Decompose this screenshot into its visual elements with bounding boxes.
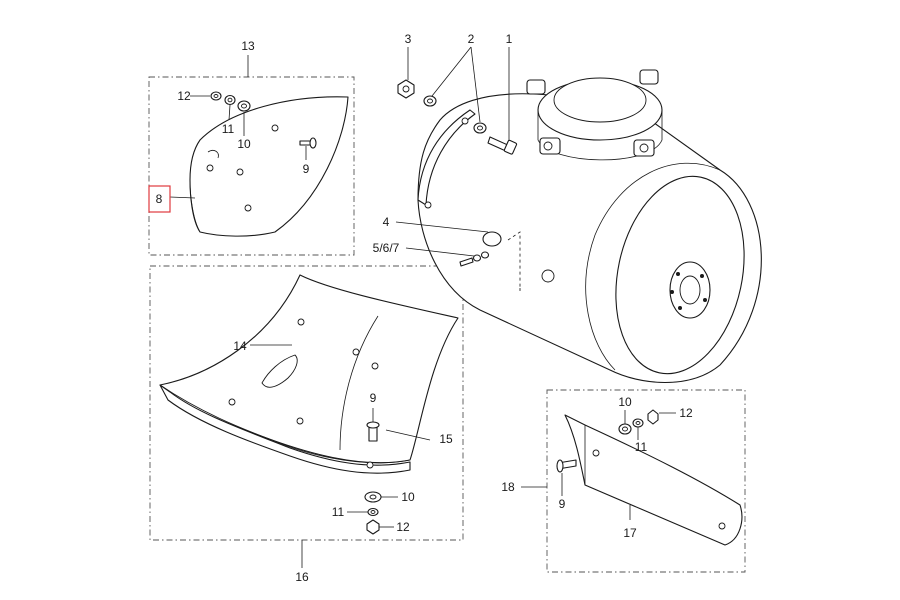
- leader-lines: [169, 46, 676, 568]
- group-13-box: [148, 76, 355, 256]
- label-15: 15: [439, 432, 453, 446]
- label-11-top: 11: [222, 122, 235, 136]
- label-2: 2: [468, 32, 475, 46]
- label-8: 8: [156, 192, 163, 206]
- group-16-box: [149, 265, 464, 541]
- label-14: 14: [233, 339, 247, 353]
- label-10-middle: 10: [401, 490, 415, 504]
- label-10-top: 10: [237, 137, 251, 151]
- label-9-top: 9: [303, 162, 310, 176]
- label-13: 13: [241, 39, 255, 53]
- label-12-top: 12: [177, 89, 191, 103]
- label-12-middle: 12: [396, 520, 410, 534]
- label-1: 1: [506, 32, 513, 46]
- label-5-6-7: 5/6/7: [373, 241, 400, 255]
- label-11-middle: 11: [332, 505, 345, 519]
- label-9-middle: 9: [370, 391, 377, 405]
- label-9-right: 9: [559, 497, 566, 511]
- fasteners-top: [397, 79, 518, 267]
- label-18: 18: [501, 480, 515, 494]
- group-18-box: [546, 389, 746, 573]
- label-11-right: 11: [635, 440, 648, 454]
- label-10-right: 10: [618, 395, 632, 409]
- label-12-right: 12: [679, 406, 693, 420]
- fasteners-group-13: [210, 91, 317, 149]
- label-16: 16: [295, 570, 309, 584]
- label-4: 4: [383, 215, 390, 229]
- callout-labels: 13 12 11 10 9 8 3 2 1 4 5/6/7 14 9 15 10…: [156, 32, 693, 584]
- shield-part-8: [189, 96, 349, 237]
- highlight-box-8: [148, 185, 171, 213]
- label-3: 3: [405, 32, 412, 46]
- drum-assembly: [417, 69, 762, 384]
- label-17: 17: [623, 526, 637, 540]
- guard-part-14-15: [159, 274, 459, 474]
- plate-part-17: [564, 414, 743, 546]
